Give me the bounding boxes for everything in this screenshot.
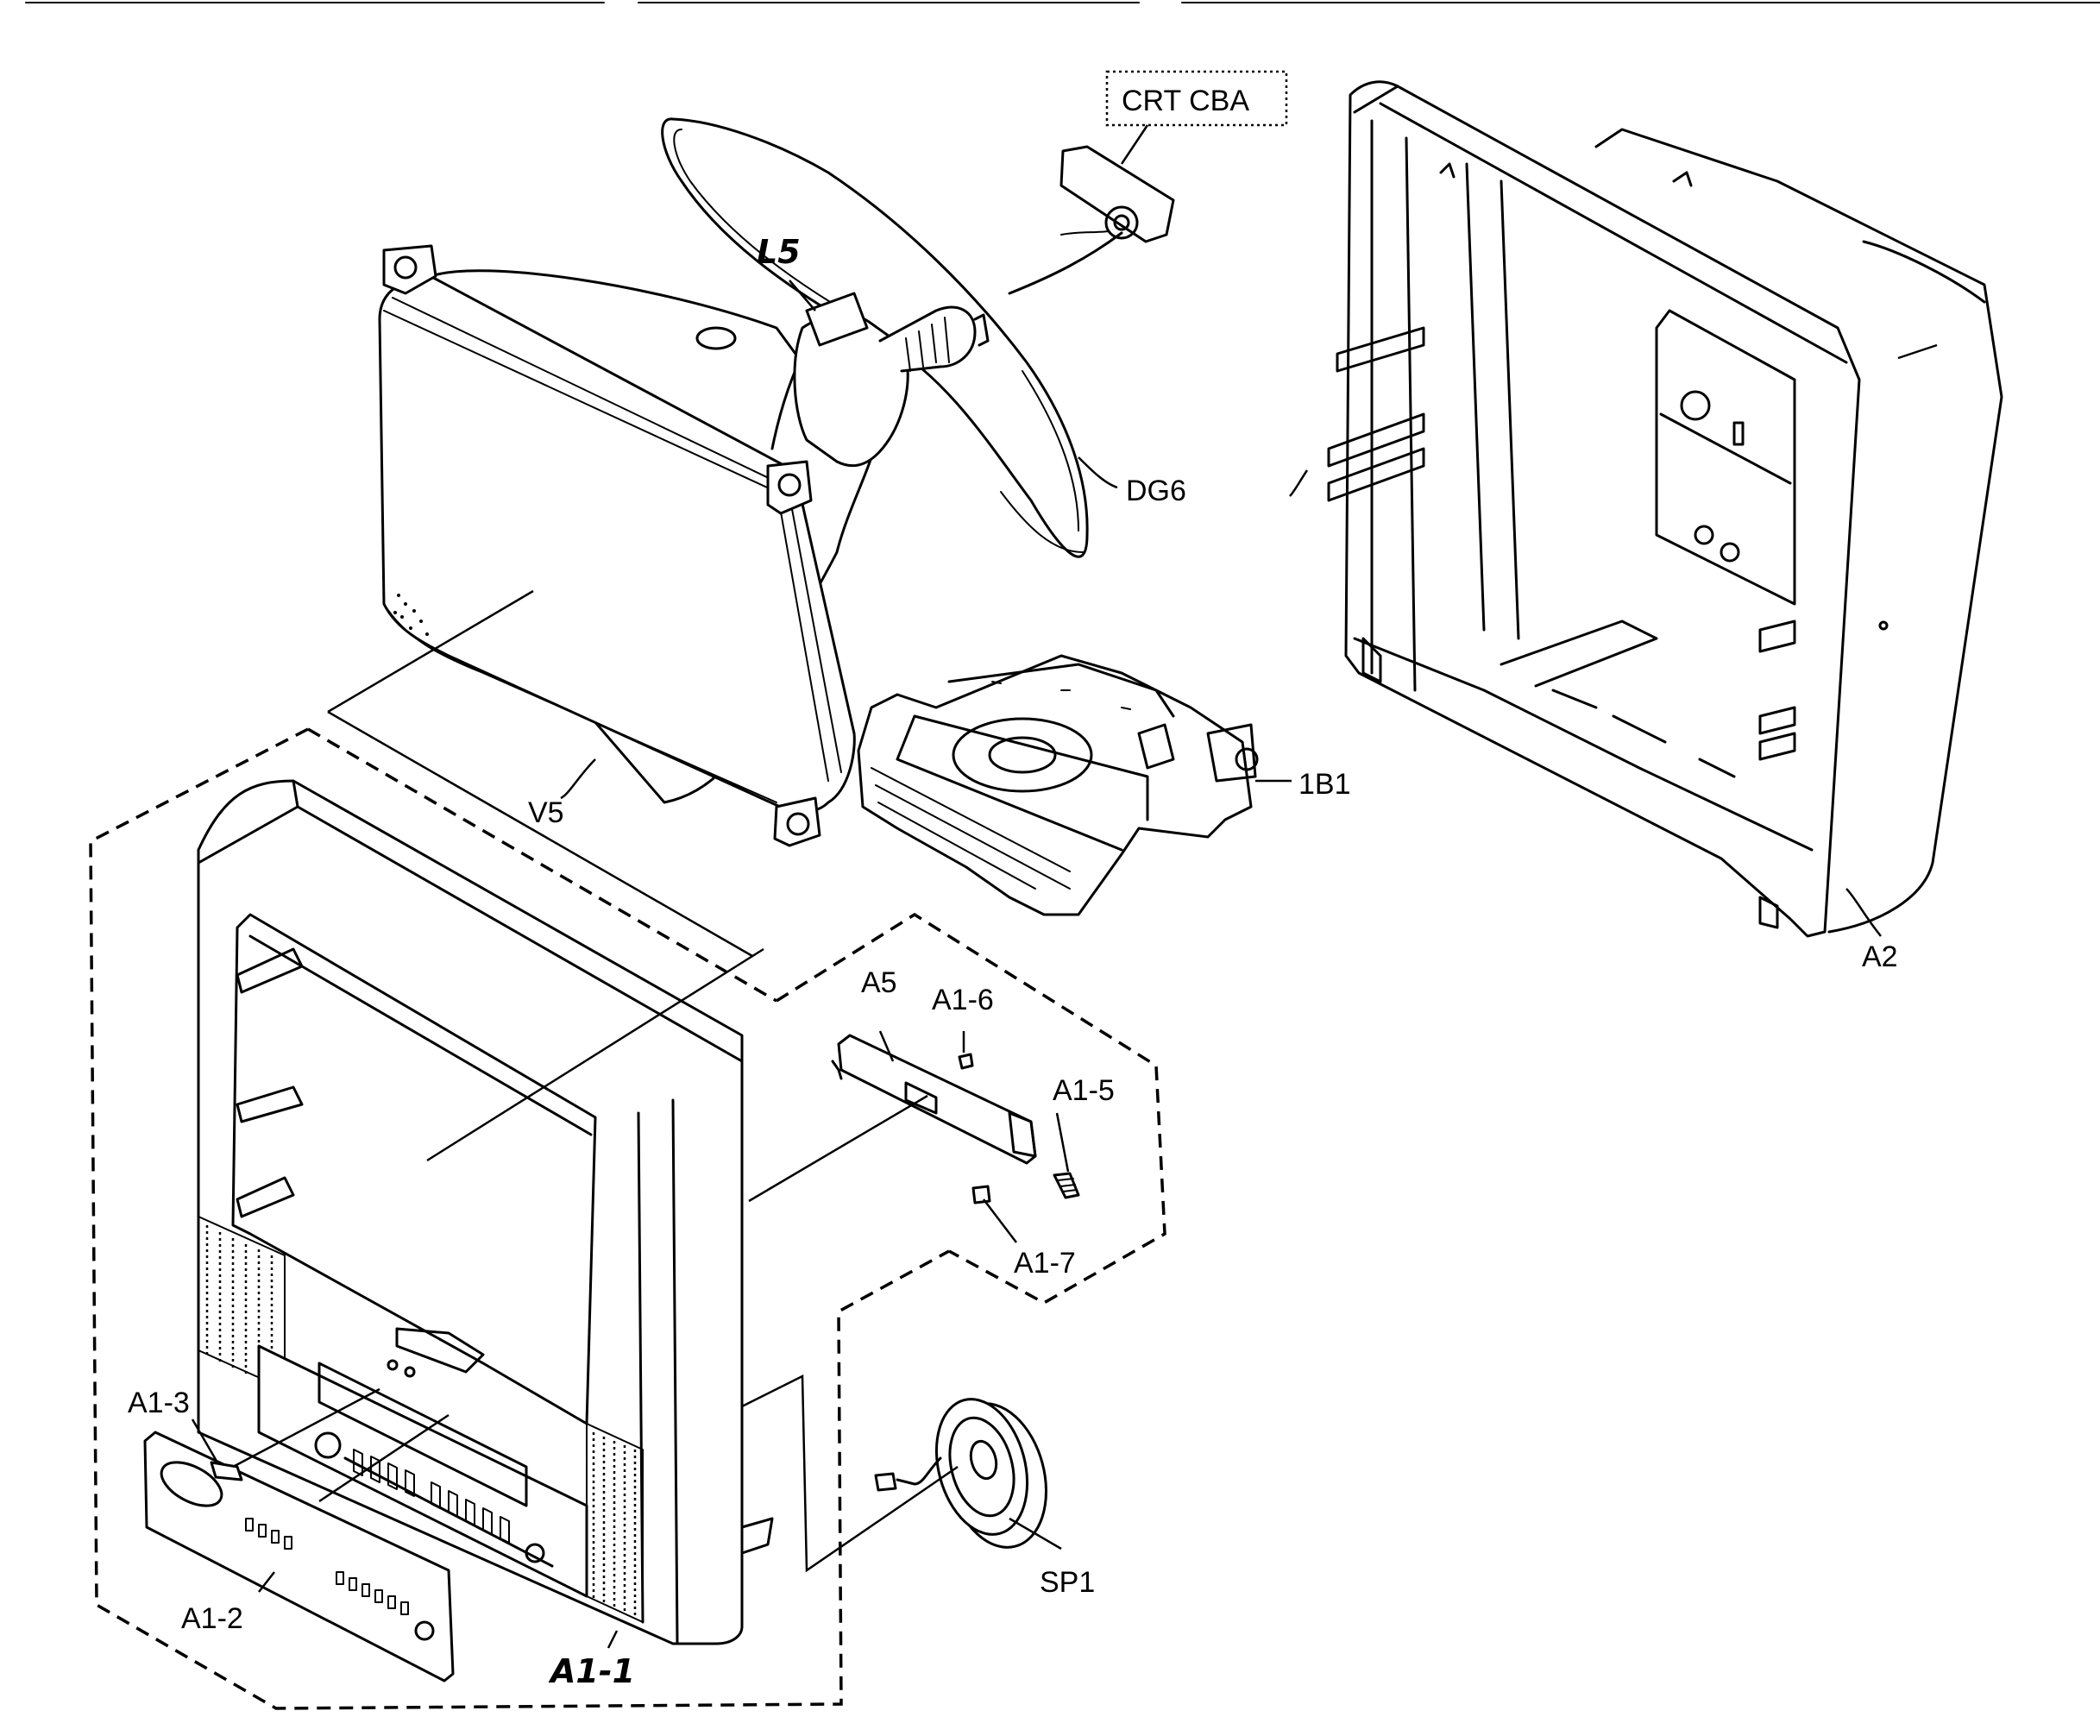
- degaussing-coil-dg6: [661, 117, 1089, 558]
- dashed-region-a5: [776, 912, 1166, 1305]
- leader-lines: [191, 124, 1938, 1649]
- crt-tube-v5: [378, 244, 990, 847]
- label-a2: A2: [1862, 940, 1898, 973]
- label-v5: V5: [528, 796, 564, 829]
- bracket-a5: [831, 1034, 1037, 1165]
- label-a1-7: A1-7: [1014, 1247, 1076, 1280]
- label-a1-2: A1-2: [181, 1602, 243, 1635]
- part-labels: CRT CBA L5 DG6 V5 1B1 A2 A5 A1-6 A1-5 A1…: [128, 85, 1898, 1690]
- front-plate-a1-2: [143, 1431, 455, 1683]
- screen-speckle: [393, 594, 429, 636]
- label-l5: L5: [757, 233, 801, 271]
- label-a1-1: A1-1: [548, 1652, 635, 1690]
- label-a1-3: A1-3: [128, 1387, 190, 1419]
- deck-mechanism-1b1: [857, 654, 1259, 916]
- label-a5: A5: [861, 966, 897, 999]
- label-sp1: SP1: [1040, 1566, 1095, 1599]
- part-a1-5-screw: [1053, 1172, 1080, 1199]
- label-a1-5: A1-5: [1053, 1074, 1115, 1107]
- label-dg6: DG6: [1126, 475, 1186, 507]
- label-1b1: 1B1: [1298, 768, 1351, 801]
- speaker-sp1: [874, 1398, 1048, 1549]
- part-a1-6: [958, 1053, 974, 1070]
- label-a1-6: A1-6: [932, 984, 994, 1016]
- dashed-region-front-cabinet: [89, 727, 950, 1710]
- rear-cabinet-a2: [1327, 80, 2003, 938]
- dotted-box-crt-cba: [1105, 70, 1288, 127]
- part-a1-7: [971, 1185, 991, 1205]
- label-crt-cba: CRT CBA: [1122, 85, 1249, 117]
- crt-cba-board: [1008, 145, 1175, 295]
